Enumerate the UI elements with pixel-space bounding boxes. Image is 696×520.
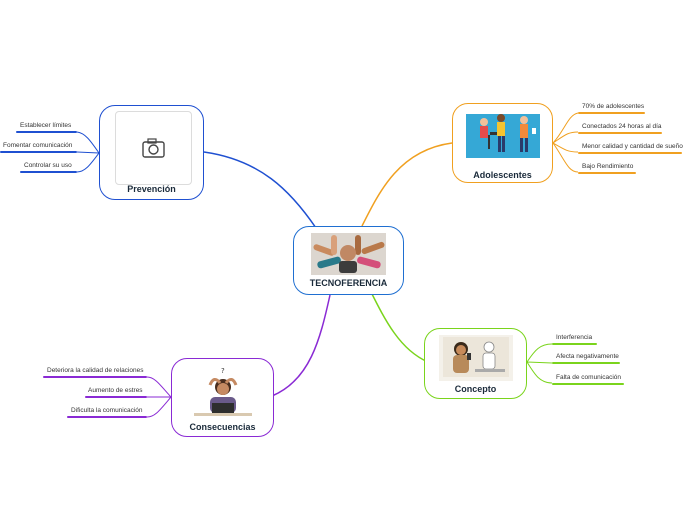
concepto-node[interactable]: Concepto (424, 328, 527, 399)
connector-concepto-leaves (526, 343, 553, 384)
consecuencias-item-2-underline (85, 396, 147, 398)
concepto-title: Concepto (454, 384, 497, 394)
connector-consecuencias-leaves (146, 376, 172, 418)
center-title: TECNOFERENCIA (309, 278, 388, 288)
consecuencias-title: Consecuencias (189, 422, 256, 432)
connector-concepto (369, 289, 429, 363)
adolescentes-item-3-underline (578, 152, 682, 154)
connector-adolescentes-leaves (552, 112, 579, 173)
prevencion-item-1-underline (16, 131, 77, 133)
concepto-item-2-underline (552, 362, 620, 364)
svg-text:?: ? (221, 367, 225, 375)
consecuencias-item-3-underline (67, 416, 147, 418)
connector-prevencion (203, 151, 317, 229)
concepto-item-3-underline (552, 383, 624, 385)
connector-adolescentes (361, 142, 453, 227)
adolescentes-item-4-underline (578, 172, 636, 174)
adolescentes-title: Adolescentes (473, 170, 532, 180)
stressed-person-laptop-image: ? (190, 365, 256, 419)
consecuencias-item-3: Dificulta la comunicación (71, 407, 143, 414)
consecuencias-item-1-underline (43, 376, 147, 378)
person-with-phone-image (439, 335, 513, 381)
adolescentes-item-1-underline (578, 112, 645, 114)
hands-together-image (311, 233, 386, 275)
camera-icon-tile (115, 111, 192, 185)
adolescentes-item-4: Bajo Rendimiento (582, 163, 634, 170)
adolescentes-node[interactable]: Adolescentes (452, 103, 553, 183)
concepto-item-1: Interferencia (556, 334, 593, 341)
prevencion-node[interactable]: Prevención (99, 105, 204, 200)
prevencion-item-2: Fomentar comunicación (3, 142, 73, 149)
connector-consecuencias (271, 294, 331, 397)
prevencion-item-3-underline (20, 171, 77, 173)
adolescentes-item-3: Menor calidad y cantidad de sueño (582, 143, 683, 150)
prevencion-item-1: Establecer límites (20, 122, 72, 129)
center-node[interactable]: TECNOFERENCIA (293, 226, 404, 295)
prevencion-title: Prevención (127, 184, 176, 194)
prevencion-item-2-underline (0, 151, 77, 153)
prevencion-item-3: Controlar su uso (24, 162, 72, 169)
connector-prevencion-leaves (76, 131, 100, 173)
concepto-item-3: Falta de comunicación (556, 374, 622, 381)
consecuencias-item-2: Aumento de estres (88, 387, 143, 394)
consecuencias-item-1: Deteriora la calidad de relaciones (47, 367, 144, 374)
teenagers-with-devices-image (466, 110, 540, 167)
camera-icon (142, 138, 165, 158)
adolescentes-item-2-underline (578, 132, 662, 134)
consecuencias-node[interactable]: ? Consecuencias (171, 358, 274, 437)
adolescentes-item-2: Conectados 24 horas al día (582, 123, 662, 130)
adolescentes-item-1: 70% de adolescentes (582, 103, 645, 110)
concepto-item-1-underline (552, 343, 597, 345)
concepto-item-2: Afecta negativamente (556, 353, 619, 360)
